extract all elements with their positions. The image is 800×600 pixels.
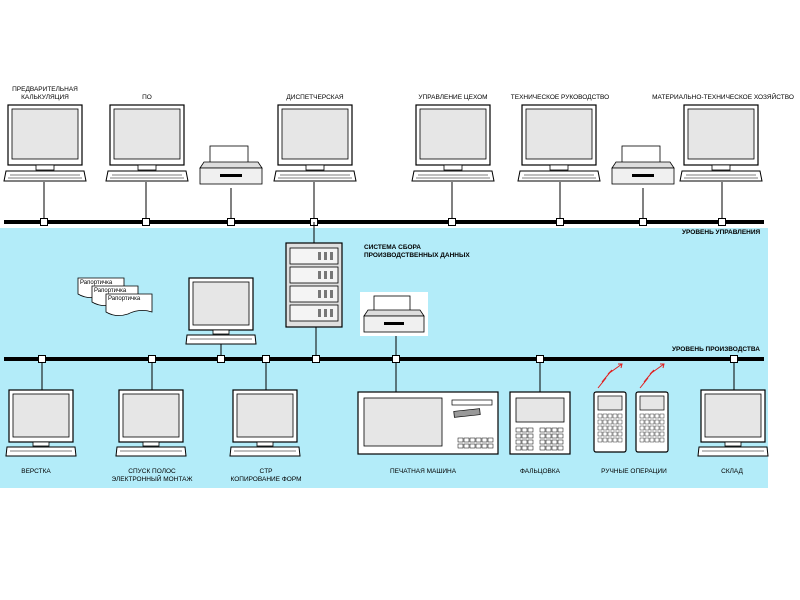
- label-manual-operations: РУЧНЫЕ ОПЕРАЦИИ: [601, 468, 667, 475]
- label-po: ПО: [142, 94, 152, 101]
- label-imposition: СПУСК ПОЛОС ЭЛЕКТРОННЫЙ МОНТАЖ: [111, 468, 193, 483]
- computer-icon: [105, 104, 189, 182]
- management-level-label: УРОВЕНЬ УПРАВЛЕНИЯ: [682, 229, 761, 236]
- printer-icon: [197, 141, 265, 189]
- report-documents-icon: [77, 277, 153, 316]
- printer-icon: [609, 141, 677, 189]
- computer-icon: [229, 389, 301, 457]
- computer-icon: [273, 104, 357, 182]
- label-warehouse: СКЛАД: [721, 468, 743, 475]
- report-label: Рапортичка: [80, 280, 113, 286]
- label-dispatch: ДИСПЕТЧЕРСКАЯ: [286, 94, 344, 101]
- label-printing-press: ПЕЧАТНАЯ МАШИНА: [389, 468, 457, 475]
- data-collection-system-label: СИСТЕМА СБОРА ПРОИЗВОДСТВЕННЫХ ДАННЫХ: [364, 244, 470, 259]
- handheld-terminal-icon: [635, 363, 669, 453]
- computer-icon: [5, 389, 77, 457]
- server-icon: [285, 222, 343, 359]
- folding-terminal-icon: [509, 391, 571, 455]
- label-technical-management: ТЕХНИЧЕСКОЕ РУКОВОДСТВО: [510, 94, 610, 101]
- label-logistics: МАТЕРИАЛЬНО-ТЕХНИЧЕСКОЕ ХОЗЯЙСТВО: [652, 94, 794, 101]
- report-label: Рапортичка: [94, 288, 127, 294]
- computer-icon: [115, 389, 187, 457]
- printing-press-console-icon: [357, 391, 499, 455]
- computer-icon: [185, 277, 257, 345]
- computer-icon: [697, 389, 769, 457]
- label-layout: ВЕРСТКА: [21, 468, 51, 475]
- computer-icon: [3, 104, 87, 182]
- production-level-label: УРОВЕНЬ ПРОИЗВОДСТВА: [672, 346, 760, 353]
- label-ctp: CTP КОПИРОВАНИЕ ФОРМ: [230, 468, 302, 483]
- label-shop-management: УПРАВЛЕНИЕ ЦЕХОМ: [418, 94, 488, 101]
- computer-icon: [679, 104, 763, 182]
- label-folding: ФАЛЬЦОВКА: [520, 468, 560, 475]
- computer-icon: [411, 104, 495, 182]
- handheld-terminal-icon: [593, 363, 627, 453]
- label-preliminary-calculation: ПРЕДВАРИТЕЛЬНАЯ КАЛЬКУЛЯЦИЯ: [12, 86, 78, 101]
- report-label: Рапортичка: [108, 296, 141, 302]
- printer-icon: [360, 292, 428, 359]
- computer-icon: [517, 104, 601, 182]
